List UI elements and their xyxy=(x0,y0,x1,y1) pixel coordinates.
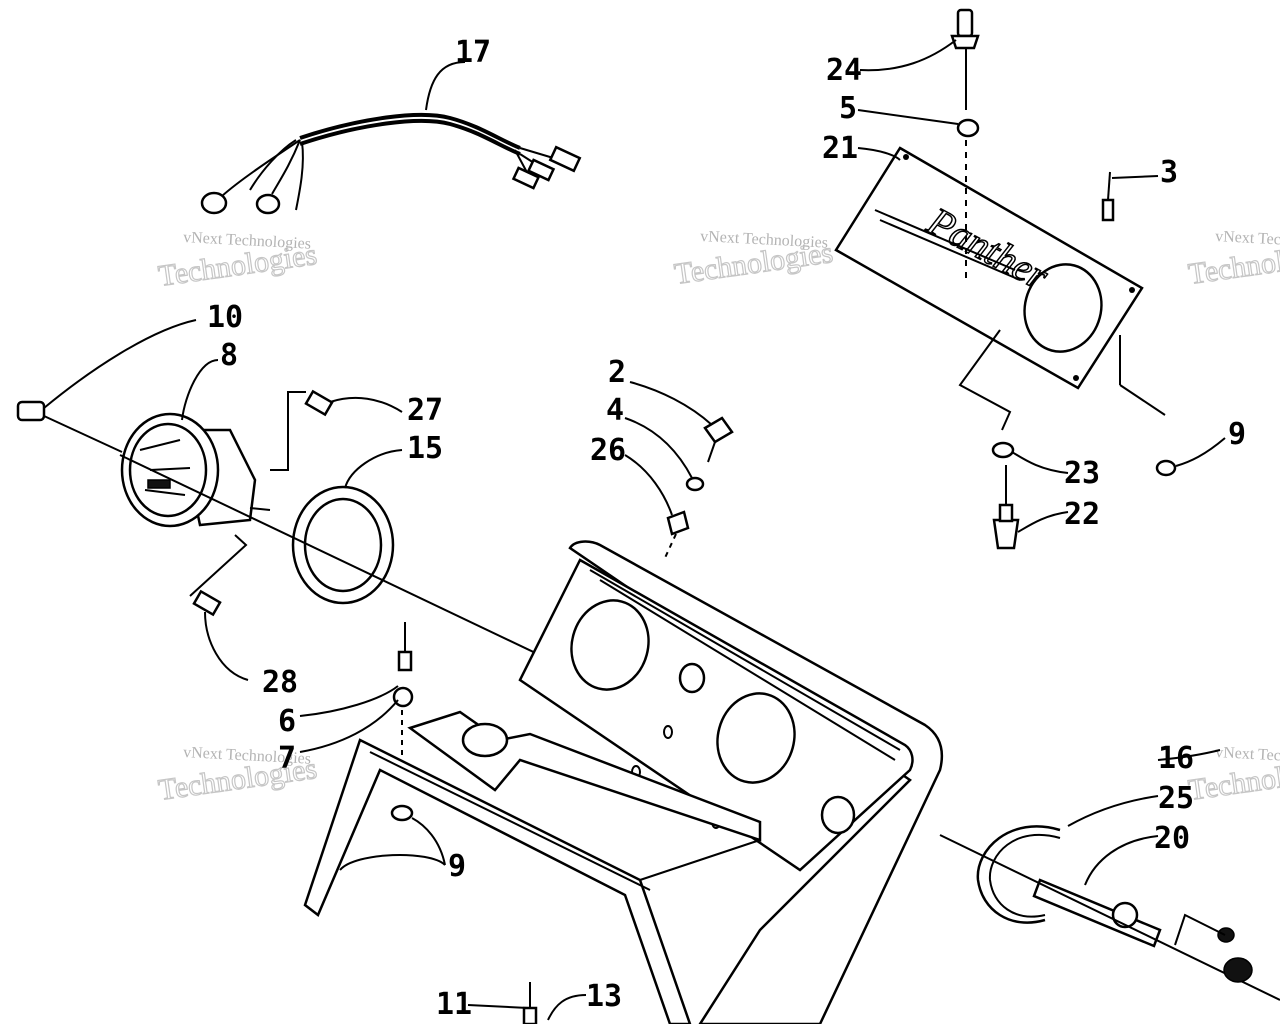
callout-4: 4 xyxy=(606,393,624,428)
wiring-harness xyxy=(200,112,582,215)
watermark-text: vNext Technologies xyxy=(1215,744,1280,768)
callout-27: 27 xyxy=(407,393,443,428)
watermark-2: vNext Technologies Technologies xyxy=(672,228,836,292)
callout-9-bottom: 9 xyxy=(448,849,466,884)
speedometer-gauge xyxy=(120,412,271,528)
watermark-1: vNext Technologies Technologies xyxy=(156,229,320,294)
callout-13: 13 xyxy=(586,979,622,1014)
watermark-text: vNext Technologies xyxy=(183,744,312,768)
callout-8: 8 xyxy=(220,338,238,373)
callout-7: 7 xyxy=(278,741,296,776)
callout-11: 11 xyxy=(436,987,472,1022)
dash-console xyxy=(518,540,944,1024)
callout-3: 3 xyxy=(1160,155,1178,190)
callout-2: 2 xyxy=(608,355,626,390)
callout-20: 20 xyxy=(1154,821,1190,856)
callout-21: 21 xyxy=(822,131,858,166)
callout-16: 16 xyxy=(1158,741,1194,776)
callout-25: 25 xyxy=(1158,781,1194,816)
right-side-parts xyxy=(939,825,1280,1001)
callout-28: 28 xyxy=(262,665,298,700)
callout-5: 5 xyxy=(839,91,857,126)
callout-6: 6 xyxy=(278,704,296,739)
watermark-text: vNext Technologies xyxy=(700,228,829,252)
callout-10: 10 xyxy=(207,300,243,335)
socket-27 xyxy=(270,389,334,471)
leader-lines xyxy=(43,39,1226,1021)
watermark-text: vNext Technologies xyxy=(1215,228,1280,252)
callout-22: 22 xyxy=(1064,497,1100,532)
callout-15: 15 xyxy=(407,431,443,466)
rivet-3 xyxy=(1101,171,1177,477)
bolt-2-4-26 xyxy=(663,416,734,561)
support-bracket xyxy=(303,710,762,1024)
name-plate: Panther xyxy=(834,146,1144,390)
callout-24: 24 xyxy=(826,53,862,88)
callout-labels: 17 24 5 21 3 10 8 27 15 2 4 26 9 23 22 2… xyxy=(207,35,1246,1022)
watermark-text: vNext Technologies xyxy=(183,229,312,253)
callout-23: 23 xyxy=(1064,456,1100,491)
watermark-3: vNext Technologies Technologies xyxy=(1186,228,1280,292)
bulb-part xyxy=(16,400,123,453)
rivet-11 xyxy=(522,982,538,1024)
screw-6-7 xyxy=(390,622,414,822)
switch-stack xyxy=(950,8,1020,550)
callout-17: 17 xyxy=(455,35,491,70)
socket-28 xyxy=(189,534,248,617)
callout-9-top: 9 xyxy=(1228,417,1246,452)
callout-26: 26 xyxy=(590,433,626,468)
